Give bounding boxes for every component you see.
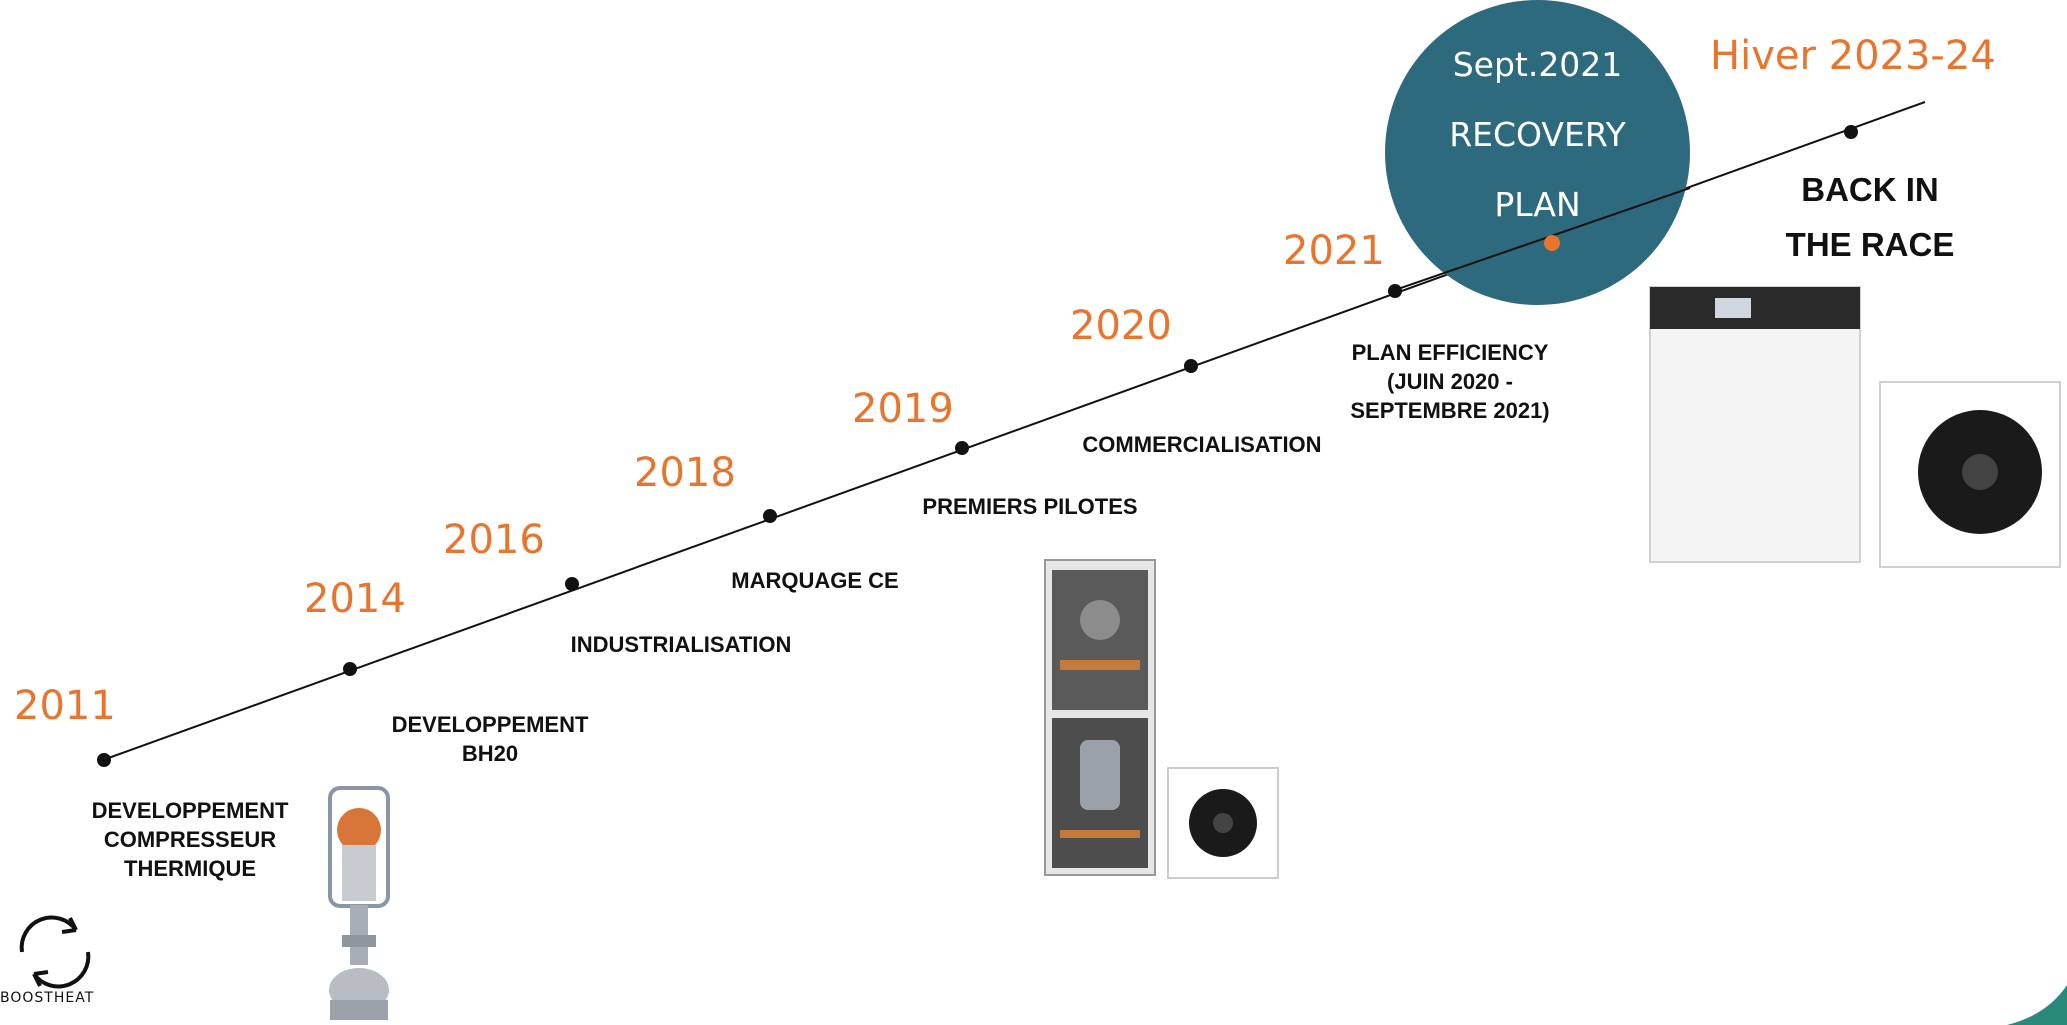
recovery-plan: PLAN (1494, 185, 1581, 224)
year-hiver-2023-24: Hiver 2023-24 (1710, 33, 1996, 79)
year-2011: 2011 (14, 683, 116, 729)
new-product-image (1649, 286, 2061, 568)
bh20-unit-image (1044, 559, 1279, 879)
timeline-dot-2023 (1844, 125, 1858, 139)
timeline-dot-2016 (565, 577, 579, 591)
timeline-dot-2011 (97, 753, 111, 767)
label-2018: MARQUAGE CE (731, 568, 899, 593)
year-2014: 2014 (304, 576, 406, 622)
year-2021: 2021 (1283, 228, 1385, 274)
year-2018: 2018 (634, 450, 736, 496)
year-2016: 2016 (443, 517, 545, 563)
timeline-dot-2014 (343, 662, 357, 676)
label-2019: PREMIERS PILOTES (922, 494, 1138, 519)
recovery-plan-circle: Sept.2021 RECOVERY PLAN (1385, 0, 1690, 305)
timeline-dot-2019 (955, 441, 969, 455)
compressor-image (328, 786, 390, 1020)
boostheat-logo-text: BOOSTHEAT (0, 990, 95, 1006)
recovery-date: Sept.2021 (1452, 45, 1623, 84)
timeline-dot-2021 (1388, 284, 1402, 298)
year-2020: 2020 (1070, 303, 1172, 349)
timeline-dot-2018 (763, 509, 777, 523)
boostheat-logo-icon (19, 915, 91, 989)
back-in-the-race: BACK IN THE RACE (1785, 171, 1955, 263)
recovery-title: RECOVERY (1449, 115, 1626, 154)
timeline-dot-2020 (1184, 359, 1198, 373)
timeline-dot-recovery (1544, 235, 1560, 251)
label-2021: PLAN EFFICIENCY(JUIN 2020 -SEPTEMBRE 202… (1350, 340, 1550, 423)
label-2016: INDUSTRIALISATION (570, 632, 792, 657)
corner-accent (2007, 985, 2067, 1025)
label-2020: COMMERCIALISATION (1082, 432, 1322, 457)
year-2019: 2019 (852, 386, 954, 432)
